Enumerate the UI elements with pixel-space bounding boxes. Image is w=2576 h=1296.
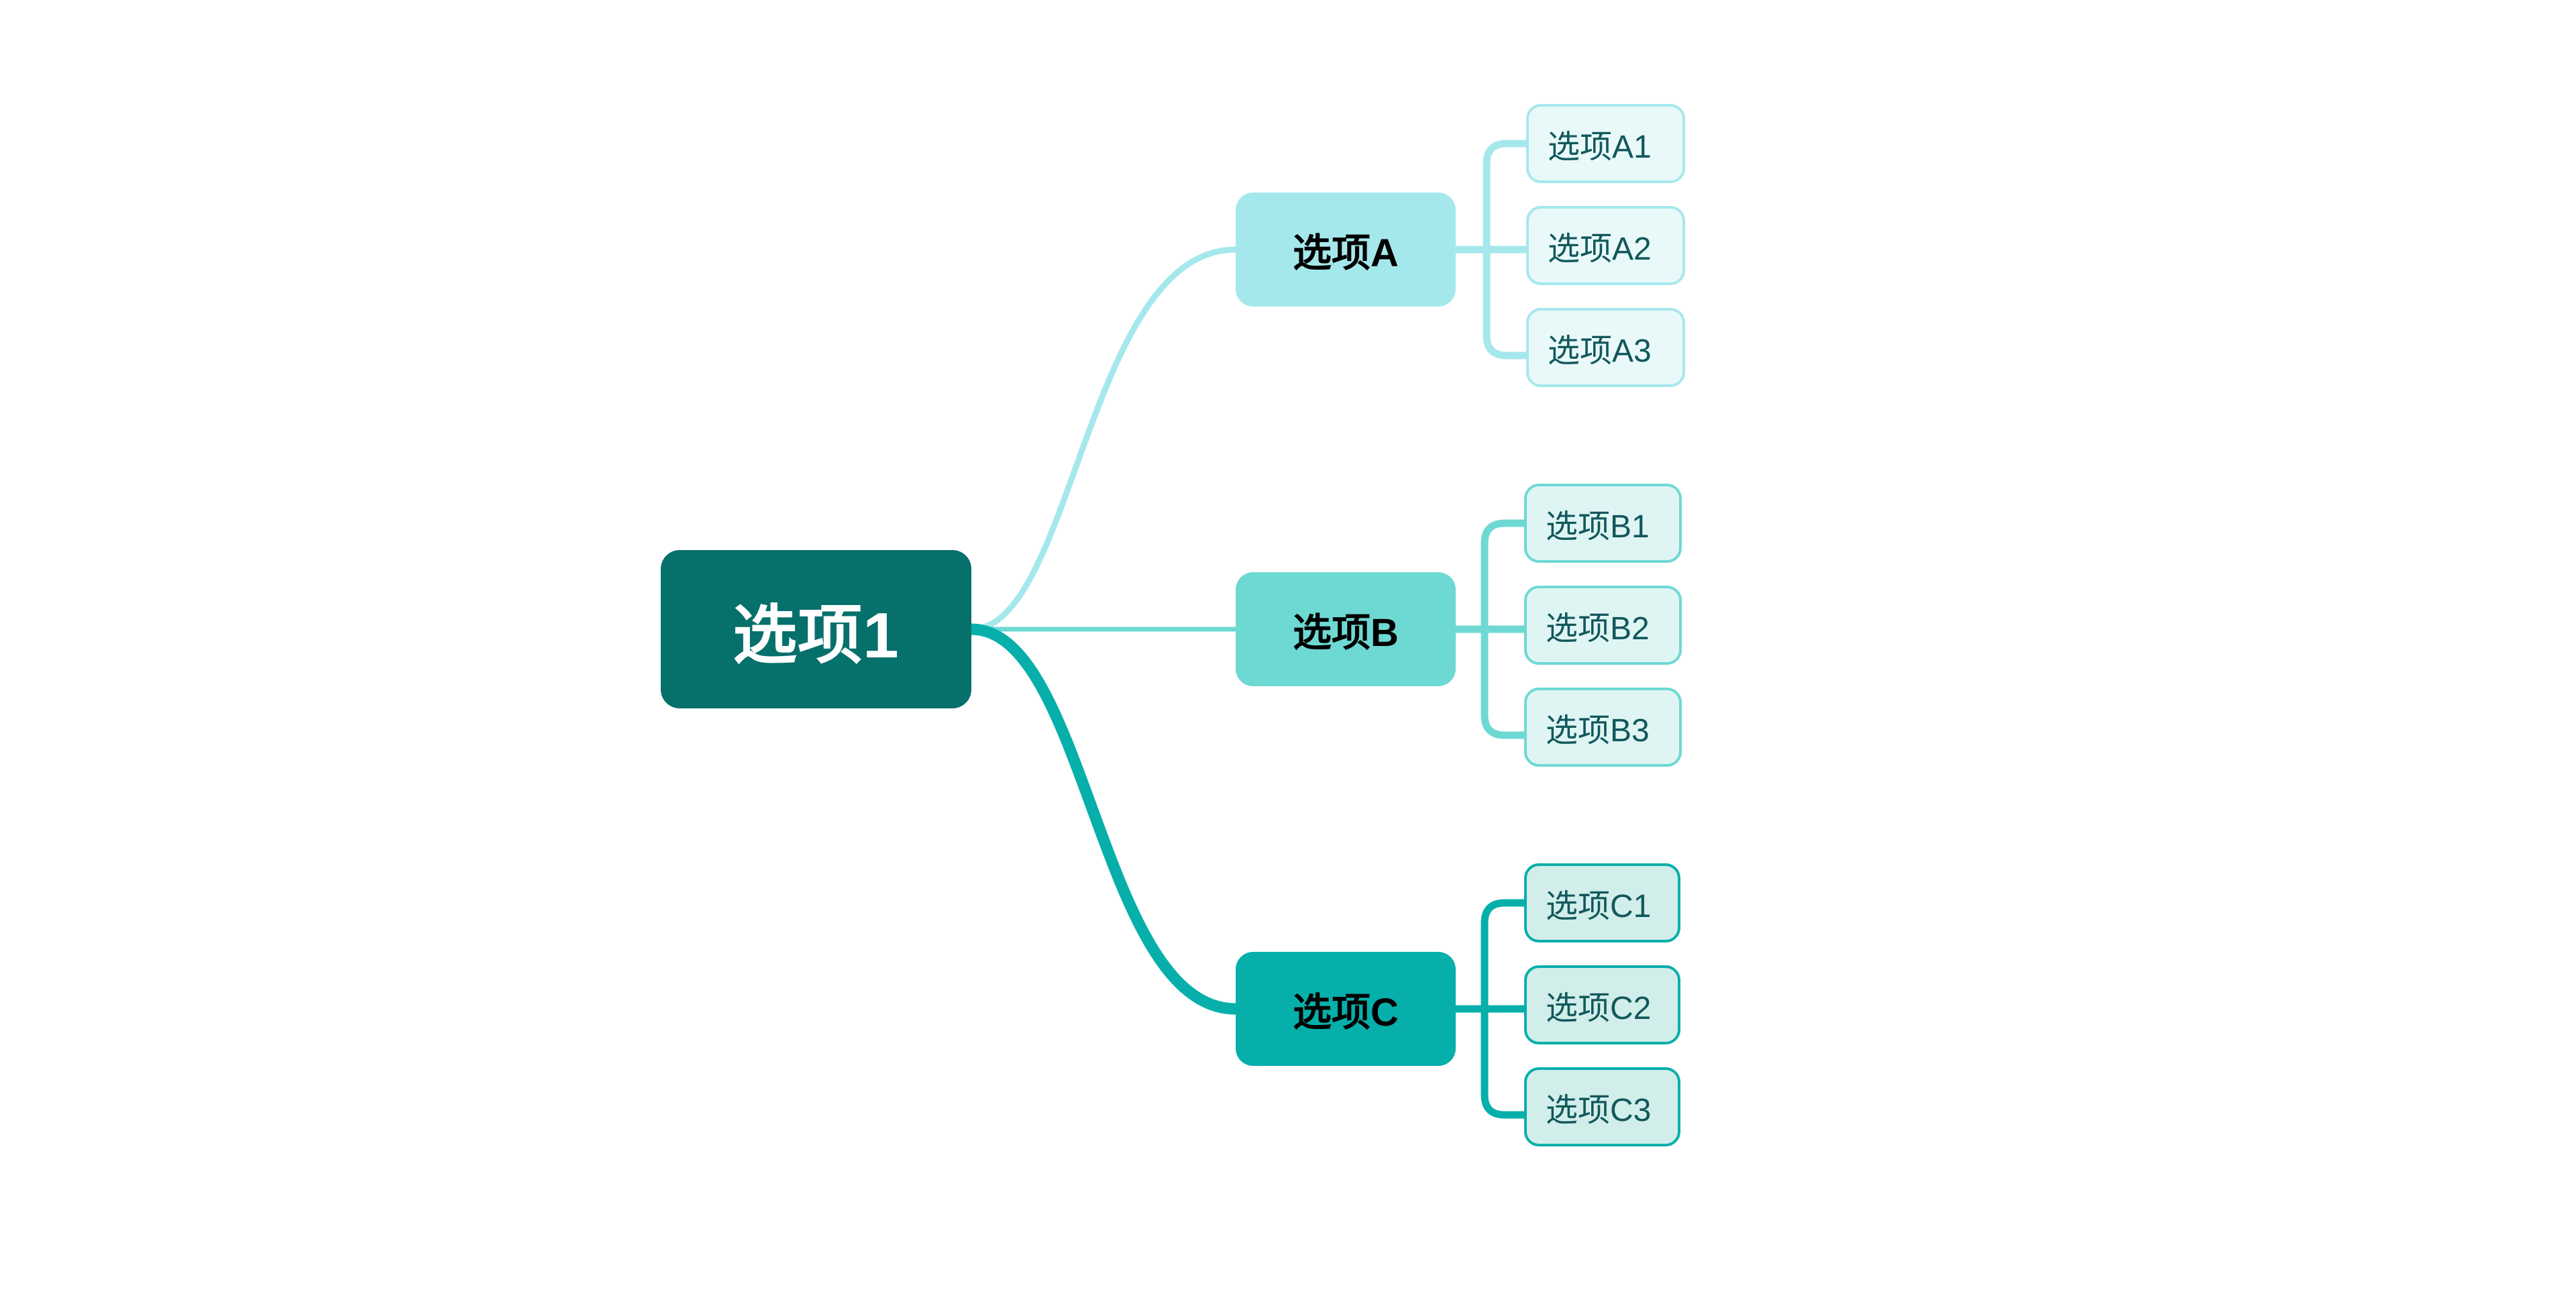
mindmap-leaf-c3[interactable]: 选项C3 bbox=[1524, 1067, 1680, 1146]
mindmap-node-root[interactable]: 选项1 bbox=[661, 550, 971, 708]
mindmap-leaf-a1[interactable]: 选项A1 bbox=[1526, 104, 1685, 183]
mindmap-node-branch-b[interactable]: 选项B bbox=[1236, 572, 1456, 686]
edge-root-to-branch-a bbox=[968, 246, 1239, 633]
mindmap-leaf-b3[interactable]: 选项B3 bbox=[1524, 688, 1682, 767]
edge-root-to-branch-c bbox=[965, 623, 1242, 1015]
mindmap-leaf-b1[interactable]: 选项B1 bbox=[1524, 484, 1682, 563]
edge-bracket-branch-b bbox=[1456, 519, 1524, 739]
mindmap-leaf-c1[interactable]: 选项C1 bbox=[1524, 863, 1680, 942]
edge-bracket-branch-c bbox=[1456, 899, 1524, 1119]
edge-bracket-branch-a bbox=[1456, 140, 1526, 360]
mindmap-node-branch-c[interactable]: 选项C bbox=[1236, 952, 1456, 1066]
mindmap-leaf-a3[interactable]: 选项A3 bbox=[1526, 308, 1685, 387]
mindmap-leaf-c2[interactable]: 选项C2 bbox=[1524, 965, 1680, 1044]
mindmap-leaf-b2[interactable]: 选项B2 bbox=[1524, 586, 1682, 665]
mindmap-leaf-a2[interactable]: 选项A2 bbox=[1526, 206, 1685, 285]
mindmap-node-branch-a[interactable]: 选项A bbox=[1236, 193, 1456, 307]
